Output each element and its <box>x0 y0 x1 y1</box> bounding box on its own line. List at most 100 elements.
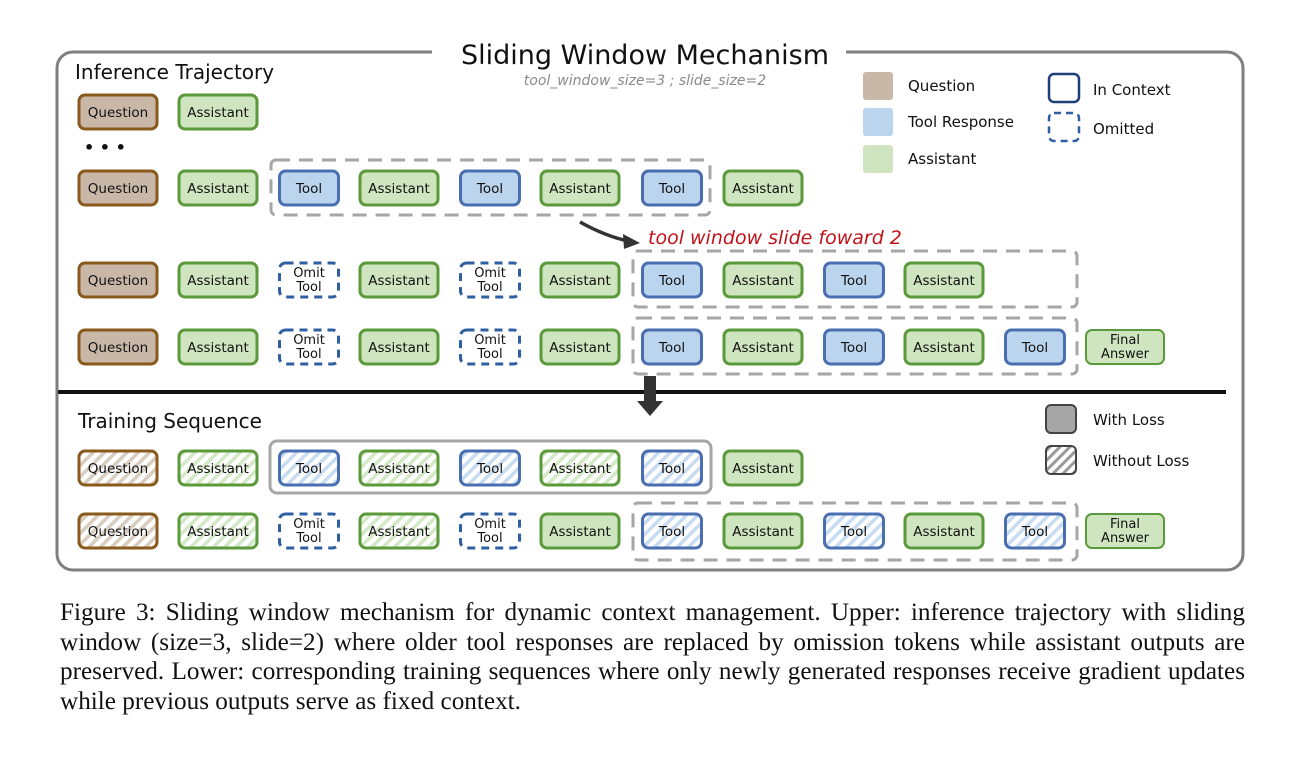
token-label: Tool <box>840 340 867 356</box>
token-label: Assistant <box>549 340 611 356</box>
token-assistant: Assistant <box>358 169 440 207</box>
legend-bottom: With Loss Without Loss <box>1045 404 1189 475</box>
token-label: Assistant <box>368 340 430 356</box>
token-label: Tool <box>658 461 685 477</box>
down-arrow-shaft <box>644 376 656 403</box>
token-box <box>539 512 621 550</box>
token-box <box>1004 328 1066 366</box>
token-box <box>177 328 259 366</box>
token-label: Tool <box>476 181 503 197</box>
token-tool: Tool <box>641 449 703 487</box>
ellipsis: • • • <box>84 138 126 157</box>
token-label: Assistant <box>187 340 249 356</box>
token-label: Tool <box>658 273 685 289</box>
token-box <box>641 512 703 550</box>
token-assistant: Assistant <box>722 261 804 299</box>
token-label: Assistant <box>368 273 430 289</box>
token-box <box>459 449 521 487</box>
token-box <box>722 261 804 299</box>
slide-arrow <box>579 220 629 243</box>
token-assistant: Assistant <box>177 261 259 299</box>
token-label: Assistant <box>187 181 249 197</box>
token-box <box>641 328 703 366</box>
token-assistant: Assistant <box>539 169 621 207</box>
token-box <box>177 261 259 299</box>
token-tool: Tool <box>641 261 703 299</box>
diagram-subtitle: tool_window_size=3 ; slide_size=2 <box>524 73 766 89</box>
token-label: Tool <box>658 340 685 356</box>
token-label: Assistant <box>732 340 794 356</box>
token-label: Question <box>88 105 148 121</box>
token-label: Assistant <box>368 181 430 197</box>
token-question: Question <box>77 93 159 131</box>
token-label: Omit <box>293 266 325 281</box>
token-label: Assistant <box>187 105 249 121</box>
token-label: Question <box>88 340 148 356</box>
token-tool: Tool <box>459 169 521 207</box>
token-label: Tool <box>840 524 867 540</box>
token-label: Omit <box>474 333 506 348</box>
legend-top: Question Tool Response Assistant In Cont… <box>863 72 1171 173</box>
token-label: Answer <box>1101 531 1150 546</box>
token-label: Tool <box>476 280 502 295</box>
token-label: Assistant <box>187 273 249 289</box>
token-assistant: Assistant <box>177 449 259 487</box>
token-box <box>641 169 703 207</box>
diagram-title: Sliding Window Mechanism <box>461 40 829 71</box>
token-box <box>77 512 159 550</box>
token-label: Question <box>88 524 148 540</box>
legend-with-loss-label: With Loss <box>1093 411 1165 429</box>
token-box <box>459 261 521 299</box>
token-box <box>823 512 885 550</box>
token-tool: Tool <box>1004 328 1066 366</box>
tool-window-frame-row-2 <box>269 158 712 217</box>
token-box <box>1085 513 1165 549</box>
legend-tool-response-label: Tool Response <box>907 113 1014 131</box>
token-label: Tool <box>295 280 321 295</box>
token-label: Tool <box>1021 340 1048 356</box>
tool-window-frame-row-6 <box>631 501 1079 562</box>
token-label: Tool <box>476 461 503 477</box>
figure-caption: Figure 3: Sliding window mechanism for d… <box>60 599 1245 715</box>
section-label-inference: Inference Trajectory <box>75 60 274 84</box>
token-box <box>77 449 159 487</box>
token-question: Question <box>77 449 159 487</box>
token-box <box>459 328 521 366</box>
token-label: Omit <box>474 517 506 532</box>
slide-note: tool window slide foward 2 <box>648 227 902 249</box>
token-box <box>539 449 621 487</box>
token-assistant: Assistant <box>903 328 985 366</box>
token-label: Omit <box>293 517 325 532</box>
token-label: Tool <box>295 347 321 362</box>
token-box <box>903 328 985 366</box>
token-label: Question <box>88 181 148 197</box>
legend-in-context-swatch <box>1047 72 1081 104</box>
token-label: Final <box>1110 517 1140 532</box>
token-box <box>459 169 521 207</box>
token-question: Question <box>77 169 159 207</box>
token-label: Assistant <box>549 181 611 197</box>
section-label-training: Training Sequence <box>77 409 262 433</box>
legend-omitted-swatch <box>1047 111 1081 143</box>
token-assistant: Assistant <box>722 328 804 366</box>
legend-tool-response-swatch <box>863 108 893 136</box>
token-label: Tool <box>658 181 685 197</box>
token-label: Tool <box>840 273 867 289</box>
token-assistant: Assistant <box>177 93 259 131</box>
token-box <box>177 449 259 487</box>
token-box <box>358 169 440 207</box>
token-question: Question <box>77 512 159 550</box>
token-assistant: Assistant <box>358 261 440 299</box>
token-label: Assistant <box>732 524 794 540</box>
token-label: Assistant <box>913 524 975 540</box>
token-box <box>177 169 259 207</box>
token-box <box>1004 512 1066 550</box>
token-label: Assistant <box>368 461 430 477</box>
token-box <box>77 261 159 299</box>
token-label: Answer <box>1101 347 1150 362</box>
token-box <box>177 512 259 550</box>
